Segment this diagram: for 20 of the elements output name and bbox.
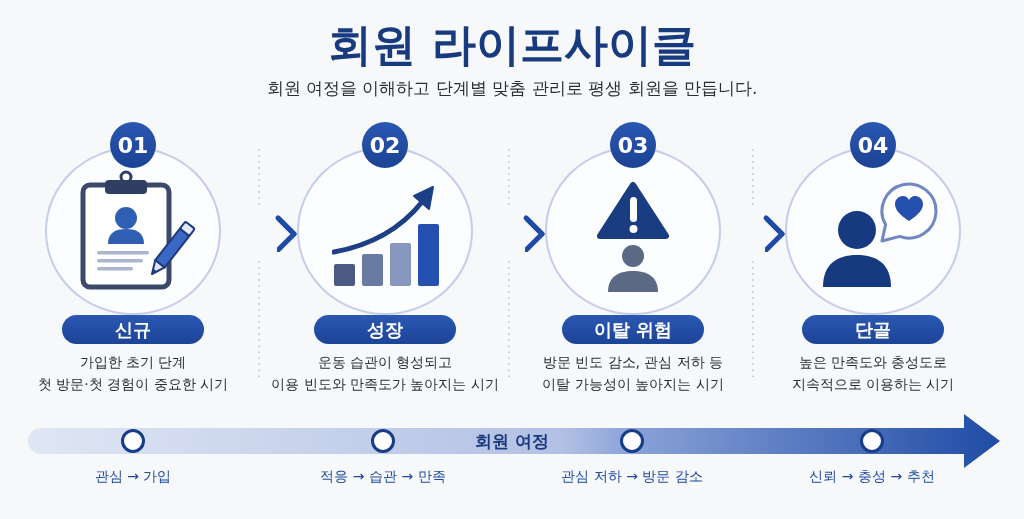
- stage-tag: 신규: [62, 315, 204, 344]
- step-number: 01: [110, 122, 156, 168]
- title: 회원 라이프사이클: [328, 19, 696, 71]
- milestone-label: 관심 → 가입: [94, 467, 172, 486]
- stage-tag: 이탈 위험: [562, 315, 704, 344]
- milestone-label: 적응 → 습관 → 만족: [320, 467, 446, 486]
- stage-tag: 단골: [802, 315, 944, 344]
- step-number: 04: [850, 122, 896, 168]
- milestone-label: 신뢰 → 충성 → 추천: [809, 467, 935, 486]
- timeline-label: 회원 여정: [475, 430, 549, 452]
- stage-description: 운동 습관이 형성되고 이용 빈도와 만족도가 높아지는 시기: [271, 353, 499, 394]
- milestone-label: 관심 저하 → 방문 감소: [561, 467, 703, 486]
- stage-description: 가입한 초기 단계 첫 방문·첫 경험이 중요한 시기: [37, 353, 229, 394]
- timeline-arrow: [28, 413, 1002, 469]
- step-number: 03: [610, 122, 656, 168]
- step-number: 02: [362, 122, 408, 168]
- stage-description: 방문 빈도 감소, 관심 저하 등 이탈 가능성이 높아지는 시기: [542, 353, 724, 394]
- stage-tag: 성장: [314, 315, 456, 344]
- stage-description: 높은 만족도와 충성도로 지속적으로 이용하는 시기: [791, 353, 955, 394]
- subtitle: 회원 여정을 이해하고 단계별 맞춤 관리로 평생 회원을 만듭니다.: [266, 77, 758, 99]
